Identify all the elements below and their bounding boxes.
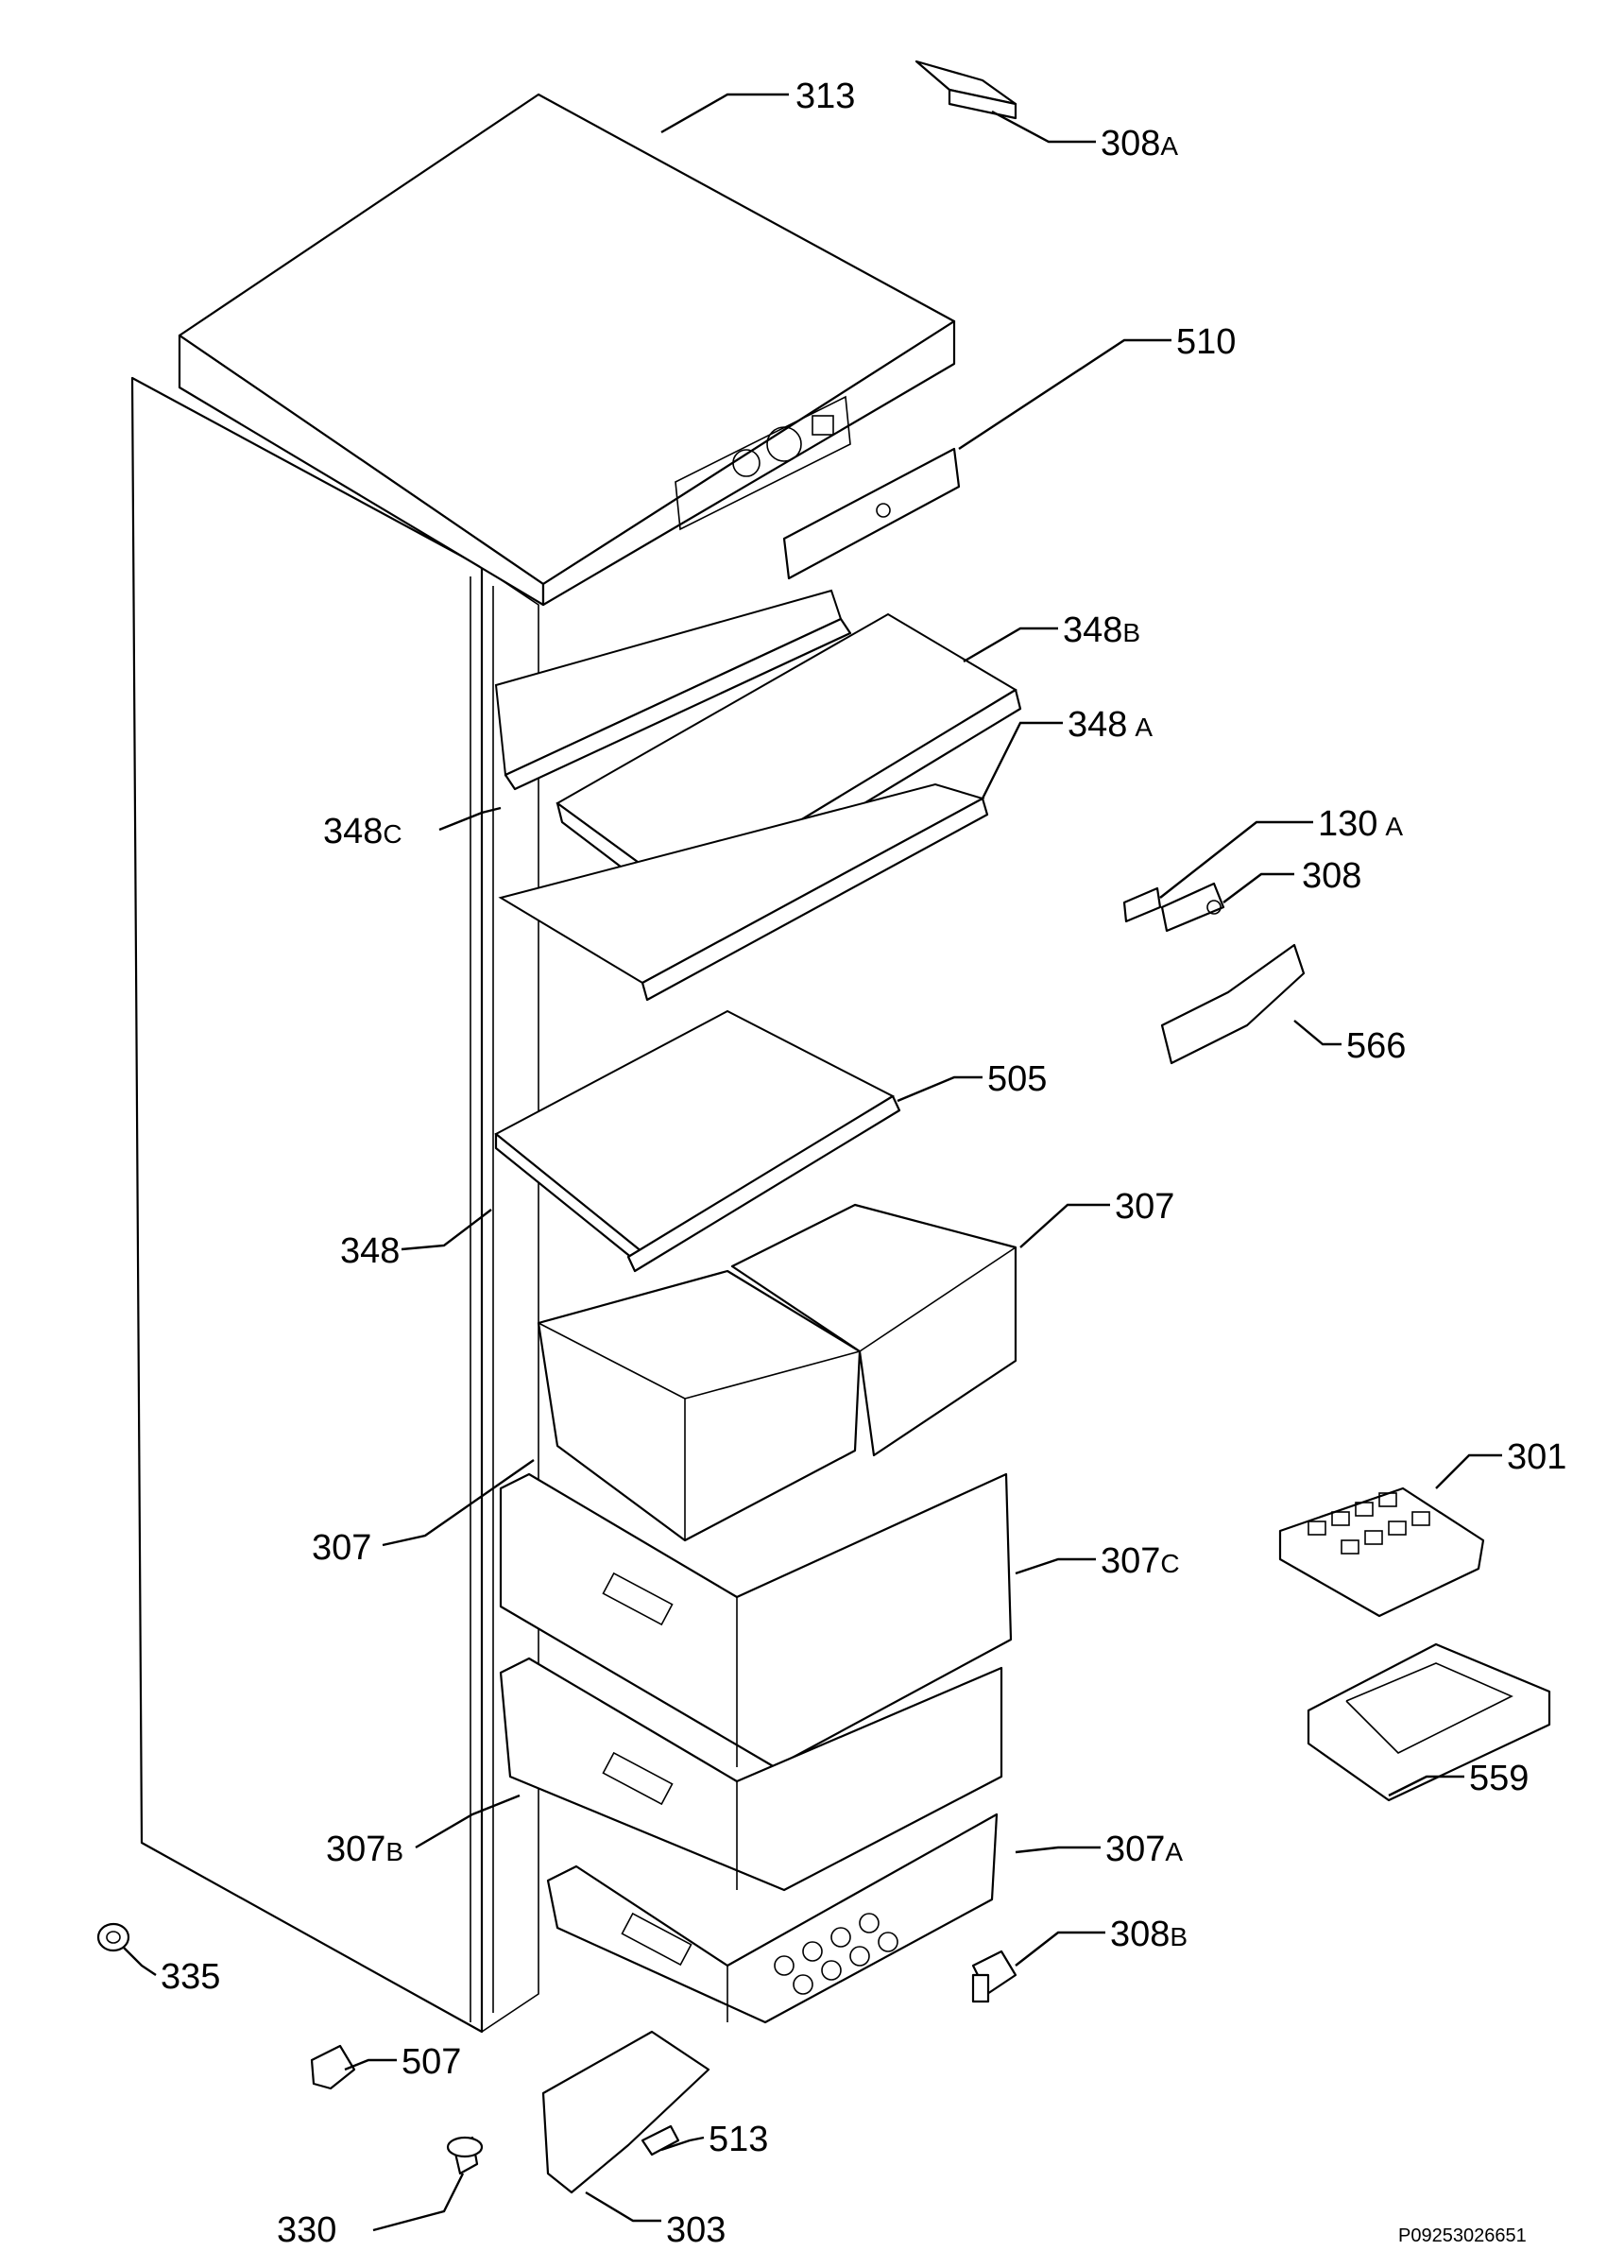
label-348: 348 (340, 1231, 400, 1271)
ice-tray-301 (1278, 1486, 1485, 1618)
part-513 (641, 2124, 680, 2156)
foot-330 (446, 2136, 484, 2175)
label-308b: 308B (1110, 1915, 1188, 1954)
shelf-348 (494, 1009, 896, 1268)
plate-559 (1307, 1642, 1551, 1802)
label-301: 301 (1507, 1437, 1566, 1477)
label-307a: 307A (1105, 1830, 1183, 1869)
document-reference-number: P09253026651 (1398, 2225, 1527, 2246)
label-307-left: 307 (312, 1528, 371, 1568)
drawer-307b (499, 1657, 1003, 1892)
top-cover-313 (178, 93, 956, 607)
label-307b: 307B (326, 1830, 403, 1869)
crisper-bin-307-right (730, 1203, 1017, 1457)
drawer-307a (546, 1813, 999, 2024)
label-307c: 307C (1101, 1541, 1180, 1581)
cabinet-body (130, 376, 539, 2034)
cover-303 (541, 2030, 710, 2194)
label-303: 303 (666, 2210, 726, 2250)
drawer-307a-cells (774, 1913, 898, 1995)
label-308: 308 (1302, 856, 1361, 896)
handle-566 (1160, 943, 1306, 1065)
label-513: 513 (709, 2120, 768, 2159)
label-348c: 348C (323, 812, 402, 851)
hinge-plate-130a (1122, 886, 1162, 923)
label-308a: 308A (1101, 124, 1178, 163)
label-330: 330 (277, 2210, 336, 2250)
label-348b: 348B (1063, 610, 1140, 650)
label-335: 335 (161, 1957, 220, 1997)
bushing-335 (96, 1922, 130, 1952)
shelf-348c (494, 589, 852, 791)
clip-507 (310, 2044, 356, 2090)
label-307-top: 307 (1115, 1187, 1174, 1227)
crisper-bin-307-left (537, 1269, 862, 1542)
control-panel-510 (782, 447, 961, 580)
hinge-308b (971, 1950, 1017, 2003)
ice-tray-301-cells (1308, 1492, 1430, 1555)
label-313: 313 (795, 77, 855, 116)
label-510: 510 (1176, 322, 1236, 362)
label-505: 505 (987, 1059, 1047, 1099)
leader-lines (122, 93, 1502, 2232)
label-507: 507 (402, 2042, 461, 2082)
label-566: 566 (1346, 1026, 1406, 1066)
drawer-307c (499, 1472, 1013, 1769)
label-559: 559 (1469, 1759, 1529, 1798)
hinge-308a (915, 60, 1017, 120)
hinge-308 (1160, 882, 1225, 933)
shelf-trim-505 (626, 1094, 901, 1273)
